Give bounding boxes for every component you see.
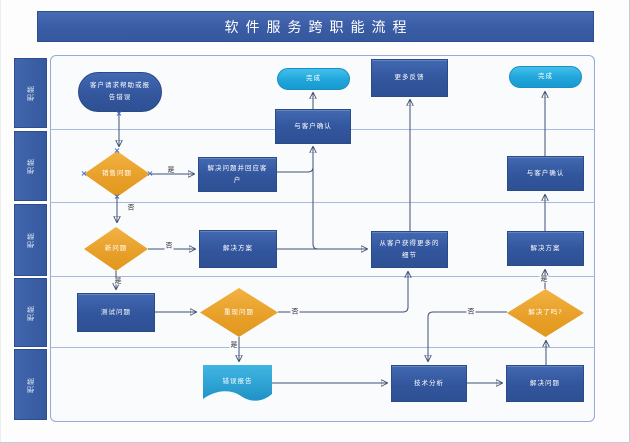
edge-label-yes: 是 bbox=[113, 276, 123, 285]
edge-label-yes: 是 bbox=[229, 340, 239, 349]
edge-label-no: 否 bbox=[164, 241, 174, 250]
node-label: 重现问题 bbox=[224, 307, 254, 316]
node-solve-problem[interactable]: 解决问题 bbox=[506, 365, 584, 402]
lane-label: 职能 bbox=[26, 304, 35, 321]
lane-divider-3 bbox=[50, 276, 595, 277]
node-label: 解决方案 bbox=[530, 243, 561, 252]
connection-point-icon: × bbox=[115, 109, 123, 118]
lane-header-4[interactable]: 职能 bbox=[14, 278, 47, 347]
edge-label-no: 否 bbox=[290, 307, 300, 316]
lane-header-5[interactable]: 职能 bbox=[14, 349, 47, 420]
diagram-title: 软件服务跨职能流程 bbox=[224, 19, 414, 36]
node-label: 与客户确认 bbox=[526, 168, 565, 177]
edge-label-no: 否 bbox=[466, 307, 476, 316]
node-label: 完成 bbox=[306, 74, 321, 83]
node-label: 新问题 bbox=[104, 244, 128, 253]
node-test-issue[interactable]: 测试问题 bbox=[77, 293, 155, 332]
node-label: 销售问题 bbox=[102, 169, 132, 178]
lane-label: 职能 bbox=[26, 85, 35, 101]
edge-label-no: 否 bbox=[126, 203, 136, 212]
node-label: 与客户确认 bbox=[294, 121, 332, 130]
node-done-left[interactable]: 完成 bbox=[277, 68, 350, 90]
node-label: 从客户获得更多的细节 bbox=[379, 238, 440, 259]
lane-label: 职能 bbox=[26, 158, 35, 174]
node-label: 解决问题 bbox=[530, 378, 560, 387]
node-start[interactable]: 客户请求帮助或报告错误 bbox=[78, 72, 162, 112]
node-label: 解决方案 bbox=[223, 244, 253, 253]
lane-divider-4 bbox=[50, 347, 595, 348]
node-error-report[interactable]: 错误报告 bbox=[203, 365, 272, 405]
lane-label: 职能 bbox=[26, 232, 35, 248]
node-technical-analysis[interactable]: 技术分析 bbox=[391, 365, 467, 402]
node-done-right[interactable]: 完成 bbox=[509, 66, 582, 88]
node-label: 错误报告 bbox=[222, 377, 253, 386]
node-label: 解决了吗? bbox=[528, 308, 563, 317]
node-label: 完成 bbox=[538, 72, 553, 81]
node-label: 技术分析 bbox=[414, 378, 444, 387]
connection-point-icon: × bbox=[113, 192, 121, 201]
node-confirm-customer-left[interactable]: 与客户确认 bbox=[275, 109, 351, 144]
lane-header-2[interactable]: 职能 bbox=[14, 131, 47, 201]
connection-point-icon: × bbox=[146, 169, 154, 178]
node-get-more-details[interactable]: 从客户获得更多的细节 bbox=[371, 231, 448, 268]
node-new-issue[interactable]: 新问题 bbox=[84, 227, 148, 271]
node-label: 解决问题并回应客户 bbox=[207, 163, 268, 184]
connection-point-icon: × bbox=[80, 169, 88, 178]
edge-label-yes: 是 bbox=[539, 274, 549, 283]
node-resolve-and-respond[interactable]: 解决问题并回应客户 bbox=[198, 157, 277, 192]
node-solution-left[interactable]: 解决方案 bbox=[199, 230, 277, 268]
lane-header-1[interactable]: 职能 bbox=[14, 58, 47, 128]
document-shape bbox=[203, 365, 272, 401]
node-sales-issue[interactable]: 销售问题 bbox=[84, 151, 150, 197]
node-reproduce-issue[interactable]: 重现问题 bbox=[200, 288, 278, 337]
node-label: 测试问题 bbox=[101, 307, 131, 316]
node-confirm-customer-right[interactable]: 与客户确认 bbox=[507, 156, 584, 191]
node-is-solved[interactable]: 解决了吗? bbox=[507, 289, 584, 337]
node-solution-right[interactable]: 解决方案 bbox=[507, 231, 584, 266]
node-label: 客户请求帮助或报告错误 bbox=[90, 81, 150, 101]
edge-label-yes: 是 bbox=[166, 165, 176, 174]
lane-label: 职能 bbox=[26, 376, 35, 393]
connection-point-icon: × bbox=[113, 146, 121, 155]
node-more-feedback[interactable]: 更多反馈 bbox=[371, 59, 448, 97]
node-label: 更多反馈 bbox=[394, 73, 425, 82]
lane-header-3[interactable]: 职能 bbox=[14, 204, 47, 276]
diagram-title-bar[interactable]: 软件服务跨职能流程 bbox=[37, 11, 594, 42]
